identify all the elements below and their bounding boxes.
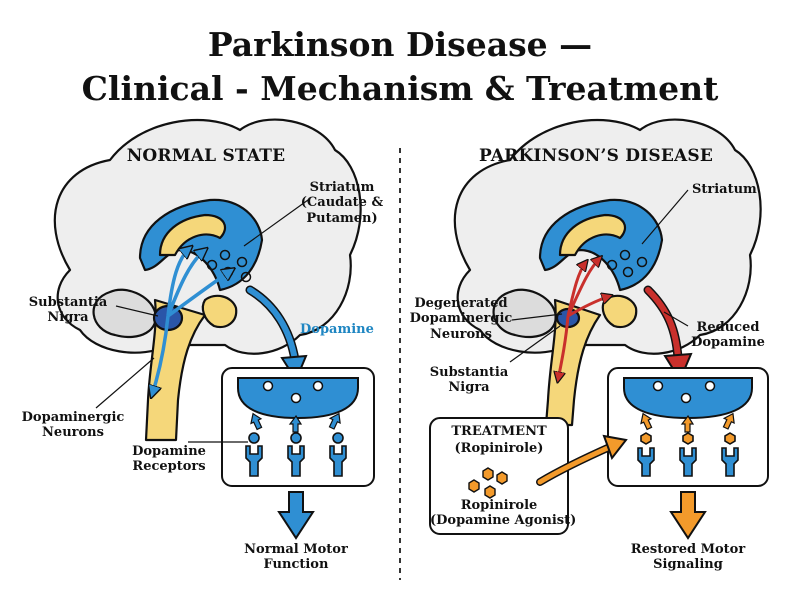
label-normal-outcome: Normal Motor Function: [244, 542, 348, 573]
normal-vesicles: [262, 380, 324, 404]
pd-cerebellum: [492, 288, 557, 339]
ropinirole-molecules: [468, 467, 508, 499]
normal-state-heading: NORMAL STATE: [126, 146, 286, 166]
pd-thalamus: [601, 294, 638, 329]
normal-thalamus: [201, 294, 238, 329]
label-ropinirole-agonist: Ropinirole (Dopamine Agonist): [430, 498, 577, 529]
label-dopamine: Dopamine: [300, 322, 374, 337]
pd-leaders: [509, 189, 689, 363]
label-dopamine-receptors: Dopamine Receptors: [132, 444, 206, 475]
title-line-2: Clinical - Mechanism & Treatment: [81, 69, 719, 108]
normal-receptors: [245, 432, 347, 477]
normal-brainstem: [144, 298, 207, 442]
label-striatum-normal: Striatum (Caudate & Putamen): [300, 180, 384, 226]
label-degenerated-neurons: Degenerated Dopaminergic Neurons: [409, 296, 513, 342]
label-substantia-nigra-pd: Substantia Nigra: [429, 365, 509, 396]
pd-outcome-arrow: [669, 491, 707, 540]
label-reduced-dopamine: Reduced Dopamine: [691, 320, 765, 351]
normal-brain: [53, 118, 362, 442]
normal-pathway-arrows: [152, 248, 232, 395]
pd-agonist-arrows: [640, 412, 735, 433]
normal-caudate-inner: [158, 213, 227, 257]
treatment-drug: (Ropinirole): [454, 441, 544, 456]
pd-caudate-inner: [558, 213, 627, 257]
pd-vesicles: [652, 380, 716, 404]
normal-cerebellum: [92, 288, 157, 339]
title-line-1: Parkinson Disease —: [207, 25, 593, 64]
label-dopaminergic-neurons: Dopaminergic Neurons: [21, 410, 125, 441]
pd-degenerated-arrows: [558, 258, 610, 380]
pd-putamen-dots: [606, 249, 648, 278]
label-substantia-nigra-normal: Substantia Nigra: [28, 295, 108, 326]
normal-outcome-arrow: [277, 491, 315, 540]
label-striatum-pd: Striatum: [692, 182, 757, 197]
normal-release-arrows: [250, 412, 341, 433]
treatment-title: TREATMENT: [451, 424, 547, 439]
label-pd-outcome: Restored Motor Signaling: [630, 542, 746, 573]
parkinsons-heading: PARKINSON’S DISEASE: [478, 146, 714, 166]
pd-receptors: [637, 432, 739, 477]
normal-leaders: [95, 199, 309, 443]
